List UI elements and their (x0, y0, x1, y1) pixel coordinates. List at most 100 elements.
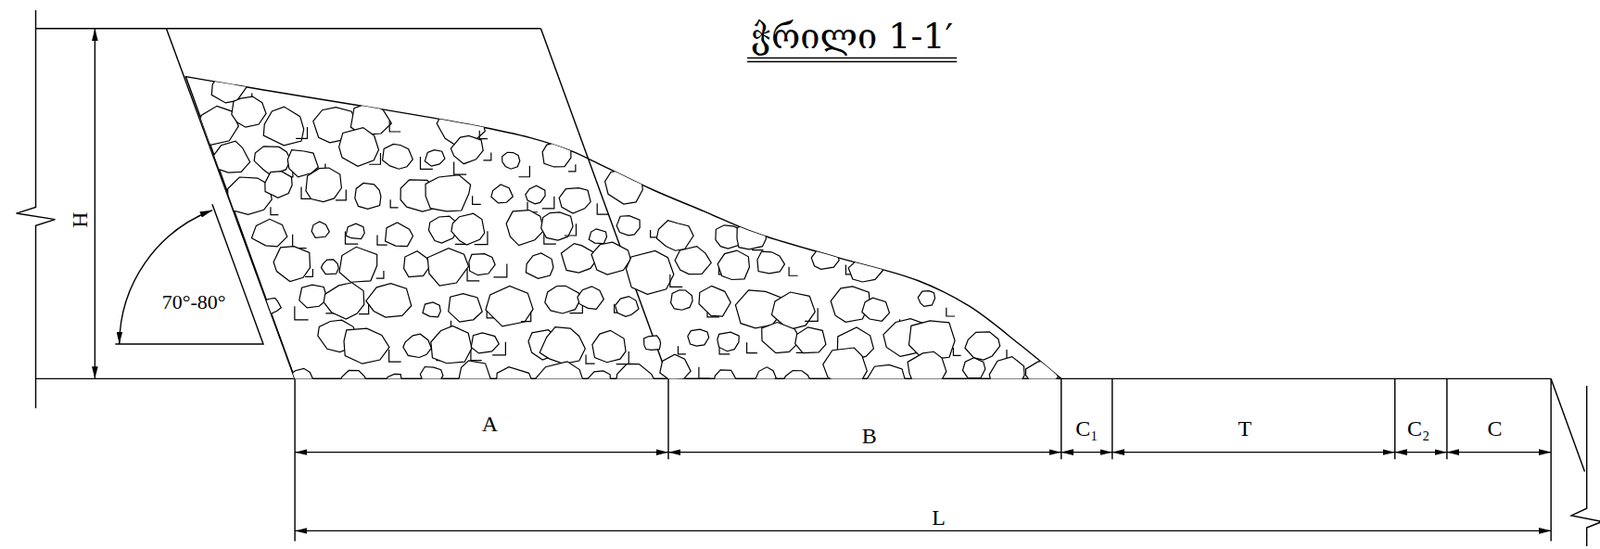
rock (448, 293, 483, 323)
rock (491, 184, 513, 204)
rock (757, 251, 785, 274)
rock-chip (814, 389, 825, 399)
rock (382, 143, 414, 169)
rock (848, 256, 883, 282)
rock (469, 253, 496, 276)
rock-chip (528, 387, 538, 397)
rock-chip (474, 230, 488, 244)
rock-chip (542, 196, 555, 209)
title-underline (747, 57, 957, 59)
rock (431, 325, 472, 363)
rock (965, 331, 1001, 360)
rock-chip (472, 195, 482, 204)
rock (862, 297, 890, 321)
rock (251, 218, 287, 247)
rock-chip (670, 274, 683, 287)
rock-chip (492, 342, 506, 356)
rock-chip (520, 311, 532, 322)
rock-chip (1058, 376, 1067, 385)
rock (615, 296, 639, 318)
rock (263, 106, 304, 146)
rock (525, 253, 554, 279)
rock (506, 210, 544, 246)
rock (470, 332, 499, 354)
rock (253, 146, 291, 176)
rock-chip (295, 126, 307, 139)
rock (545, 285, 581, 314)
rock-chip (376, 270, 384, 279)
extension-line (1060, 378, 1062, 459)
rock (339, 127, 380, 167)
rock (713, 369, 738, 392)
rock (542, 141, 572, 167)
rock (427, 248, 469, 286)
rock (273, 246, 310, 282)
debris-outline (185, 76, 1061, 380)
rock (343, 328, 390, 364)
rock (591, 241, 631, 275)
rock-chip (493, 263, 507, 277)
rock (424, 150, 445, 167)
rock-chip (572, 386, 581, 394)
rock-chip (390, 199, 398, 207)
extension-line (667, 378, 669, 459)
rock (485, 285, 534, 326)
rock (656, 220, 694, 252)
rock (917, 291, 935, 307)
rock-chip (368, 152, 381, 165)
rock (323, 282, 365, 319)
rock (674, 246, 712, 275)
rock (963, 357, 986, 379)
rock (450, 135, 483, 164)
rock-face-line (540, 28, 669, 380)
extension-line (1111, 378, 1113, 459)
rock-chip (677, 345, 686, 354)
rock-fill (197, 71, 1068, 405)
rock (339, 369, 368, 398)
rock-chip (659, 384, 667, 393)
dimension-label: 70°-80° (162, 292, 227, 313)
rock (339, 246, 378, 282)
height-dimension (94, 28, 96, 380)
dimension-label: H (68, 211, 91, 228)
rock (535, 361, 585, 405)
dimension-line (668, 451, 1062, 453)
rock (989, 356, 1025, 390)
rock (592, 330, 626, 362)
rock (761, 322, 801, 354)
rock (755, 367, 776, 385)
rock-chip (616, 351, 630, 365)
rock (419, 367, 444, 384)
dimension-label: L (931, 506, 946, 529)
rock (558, 188, 591, 214)
rock (321, 259, 340, 275)
rock-chip (585, 354, 596, 364)
rock-chip (518, 165, 530, 178)
rock-chip (777, 384, 787, 394)
rock (261, 297, 281, 314)
rock (265, 171, 293, 199)
rock-chip (747, 342, 758, 353)
rock (305, 167, 342, 203)
rock (644, 335, 661, 350)
rock-chip (312, 379, 325, 392)
dimension-line (1112, 451, 1396, 453)
rock (907, 351, 947, 386)
rock-chip (788, 266, 799, 277)
rock (625, 250, 674, 294)
rock (865, 364, 908, 400)
drawing-group (16, 10, 1600, 547)
rock (355, 182, 381, 209)
rock-chip (389, 349, 402, 362)
rock-chip (596, 203, 609, 215)
rock (811, 246, 839, 270)
extension-line (1446, 378, 1448, 459)
rock (457, 360, 491, 391)
rock (795, 327, 826, 354)
rock-chip (482, 152, 491, 160)
rock-chip (358, 304, 369, 315)
rock (717, 331, 739, 352)
rock (698, 285, 731, 317)
dimension-label: B (862, 424, 877, 447)
